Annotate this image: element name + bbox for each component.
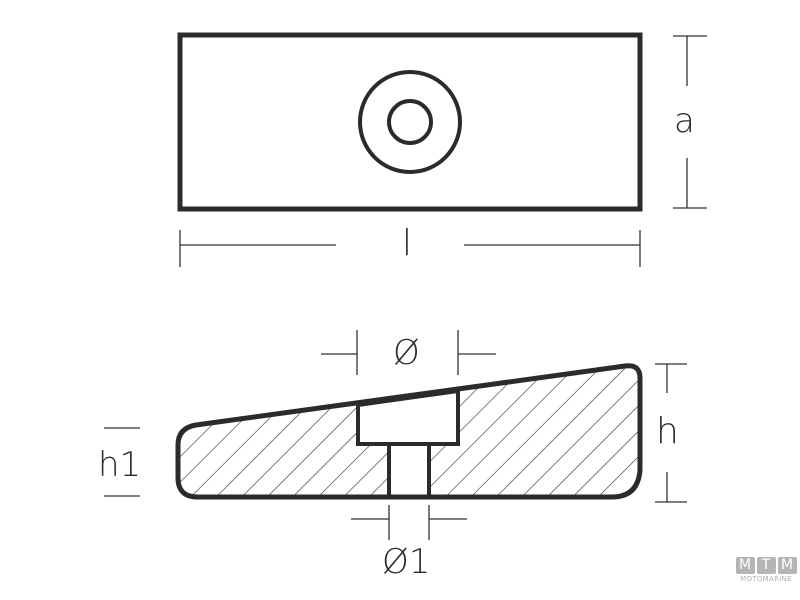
dimension-bore-diameter	[321, 330, 496, 375]
through-hole	[387, 442, 431, 499]
motomarine-logo: M T M MOTOMARINE	[734, 557, 798, 583]
dimension-hole-diameter	[351, 505, 467, 540]
dimension-l	[179, 230, 641, 267]
label-bore-diameter: Ø	[393, 333, 420, 373]
dimension-h1	[104, 427, 140, 497]
label-hole-diameter: Ø1	[382, 542, 431, 582]
label-l: l	[402, 223, 413, 264]
outer-bore-circle	[358, 70, 462, 174]
dimension-h	[655, 363, 687, 503]
label-h: h	[656, 411, 679, 452]
inner-hole-circle	[387, 99, 433, 145]
logo-letter: M	[735, 557, 755, 574]
side-view-outline	[175, 363, 643, 500]
top-view-outline	[177, 32, 643, 212]
dimension-a	[673, 35, 707, 209]
logo-letter: T	[756, 557, 776, 574]
logo-letter: M	[777, 557, 797, 574]
label-a: a	[674, 101, 695, 141]
side-view	[175, 363, 643, 500]
top-view	[177, 32, 643, 212]
logo-text: MOTOMARINE	[740, 575, 792, 583]
label-h1: h1	[98, 445, 142, 485]
